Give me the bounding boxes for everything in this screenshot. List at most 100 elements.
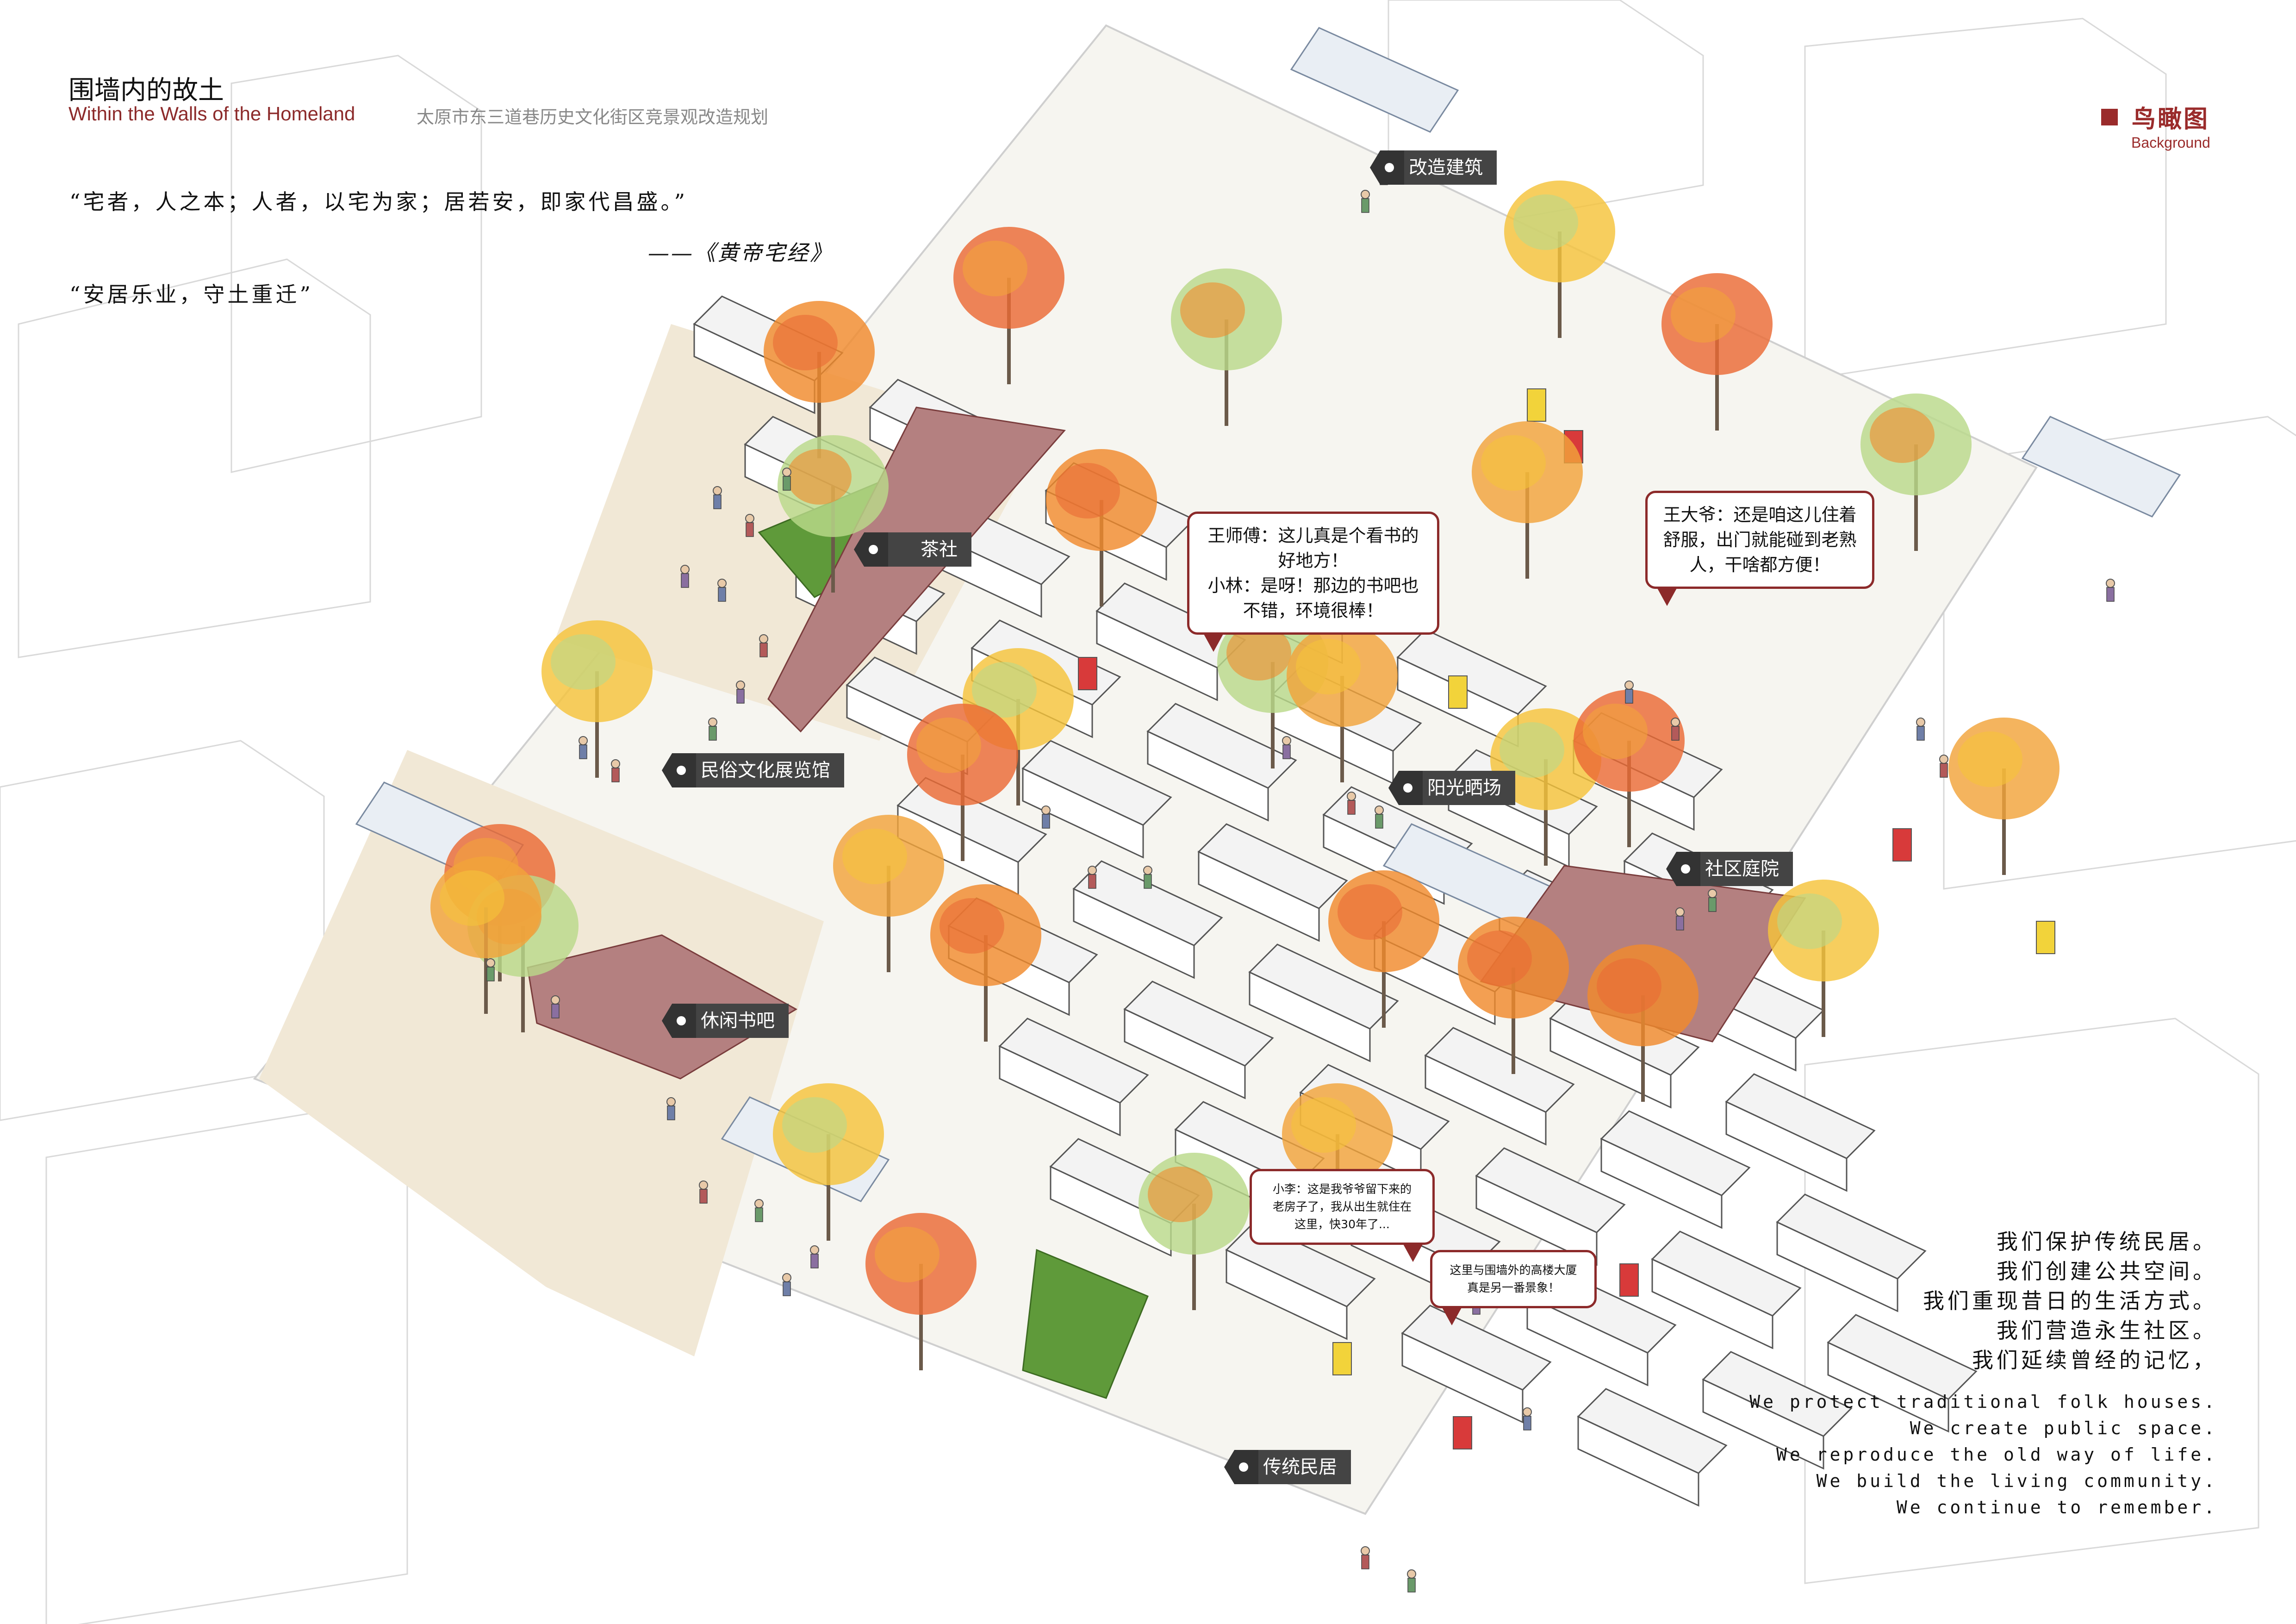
person-head [1041, 806, 1051, 815]
house-roof [1577, 1388, 1728, 1474]
person-figure [1675, 907, 1685, 931]
tree [1139, 1153, 1250, 1310]
tree-canopy-highlight [1777, 893, 1842, 949]
person-body [2106, 587, 2115, 602]
person-figure [579, 736, 588, 759]
person-body [681, 573, 689, 588]
person-body [759, 643, 768, 657]
person-head [717, 579, 727, 588]
person-head [666, 1097, 676, 1106]
person-head [1675, 907, 1685, 917]
person-body [1088, 874, 1096, 889]
person-figure [1708, 889, 1717, 912]
house [1475, 1147, 1626, 1266]
house-roof [1702, 1351, 1853, 1437]
tree-canopy-highlight [1583, 704, 1648, 759]
accent-wall [2036, 921, 2055, 954]
person-head [1361, 1546, 1370, 1555]
tree [1287, 625, 1398, 782]
person-head [1708, 889, 1717, 898]
tag-sun-plaza: 阳光晒场 [1388, 771, 1515, 805]
person-head [782, 1273, 791, 1282]
tree-canopy-highlight [782, 1097, 847, 1153]
tag-renovated-buildings: 改造建筑 [1370, 150, 1497, 185]
person-figure [1347, 792, 1356, 815]
person-figure [1523, 1407, 1532, 1430]
location-pin-icon [1388, 771, 1423, 805]
house-roof [1651, 1230, 1802, 1317]
house [1072, 860, 1223, 979]
badge-english: Background [2131, 134, 2210, 151]
highrise-outline [18, 258, 371, 658]
tag-label: 传统民居 [1258, 1450, 1351, 1484]
person-head [1088, 866, 1097, 875]
mission-line: 我们重现昔日的生活方式。 [1923, 1288, 2217, 1313]
house-roof [1827, 1314, 1978, 1400]
house-roof [1725, 1073, 1876, 1160]
person-head [699, 1181, 708, 1190]
person-body [1916, 726, 1925, 741]
tree [1328, 870, 1439, 1028]
person-figure [1407, 1569, 1416, 1593]
person-body [736, 689, 745, 704]
person-head [486, 958, 495, 968]
tree-canopy-highlight [787, 449, 852, 505]
tree [541, 620, 653, 778]
accent-wall [1453, 1416, 1472, 1449]
tree [778, 435, 889, 593]
house-roof [1776, 1193, 1927, 1280]
person-figure [759, 634, 768, 657]
person-body [1361, 1555, 1369, 1569]
mission-line: We continue to remember. [1896, 1497, 2217, 1518]
person-head [1143, 866, 1152, 875]
person-body [1407, 1578, 1416, 1593]
house-roof [998, 1018, 1149, 1104]
accent-wall [1078, 657, 1097, 690]
bubble-line: 不错，环境很棒！ [1243, 600, 1384, 621]
house-roof [896, 777, 1047, 863]
tag-label: 改造建筑 [1404, 150, 1497, 185]
person-body [783, 1281, 791, 1296]
house [1776, 1193, 1927, 1312]
person-figure [611, 759, 620, 782]
person-body [1042, 814, 1050, 829]
person-head [2106, 579, 2115, 588]
tree-canopy-highlight [875, 1227, 940, 1282]
tree [1472, 421, 1583, 579]
house [1401, 1305, 1552, 1424]
traditional-courtyard-lawn [1022, 1249, 1149, 1399]
house [1827, 1314, 1978, 1433]
person-figure [1624, 681, 1634, 704]
person-figure [486, 958, 495, 981]
person-head [551, 995, 560, 1005]
person-body [667, 1106, 675, 1120]
mission-line: 我们营造永生社区。 [1997, 1318, 2217, 1343]
highrise-outline [1804, 1018, 2259, 1584]
house [1248, 943, 1399, 1062]
tree-canopy-highlight [1870, 407, 1935, 463]
tree-canopy-highlight [773, 315, 838, 370]
tree [1490, 708, 1601, 866]
person-body [1676, 916, 1684, 931]
tree [1171, 269, 1282, 426]
house-roof [1424, 1027, 1575, 1113]
person-figure [1088, 866, 1097, 889]
person-body [579, 744, 587, 759]
tree [773, 1083, 884, 1241]
tag-label: 民俗文化展览馆 [696, 753, 844, 787]
person-head [1407, 1569, 1416, 1579]
person-head [759, 634, 768, 643]
person-body [551, 1004, 560, 1018]
person-body [1708, 897, 1717, 912]
tree-canopy-highlight [963, 241, 1027, 296]
mission-line: 我们创建公共空间。 [1997, 1259, 2217, 1284]
tree-canopy-highlight [1481, 435, 1546, 491]
accent-wall [1527, 388, 1546, 422]
person-body [1940, 763, 1948, 778]
person-body [1671, 726, 1680, 741]
bubble-tail [1403, 1243, 1423, 1262]
mission-line: We build the living community. [1816, 1471, 2217, 1491]
west-plaza-paving [259, 750, 824, 1356]
bubble-tail [1442, 1307, 1462, 1325]
